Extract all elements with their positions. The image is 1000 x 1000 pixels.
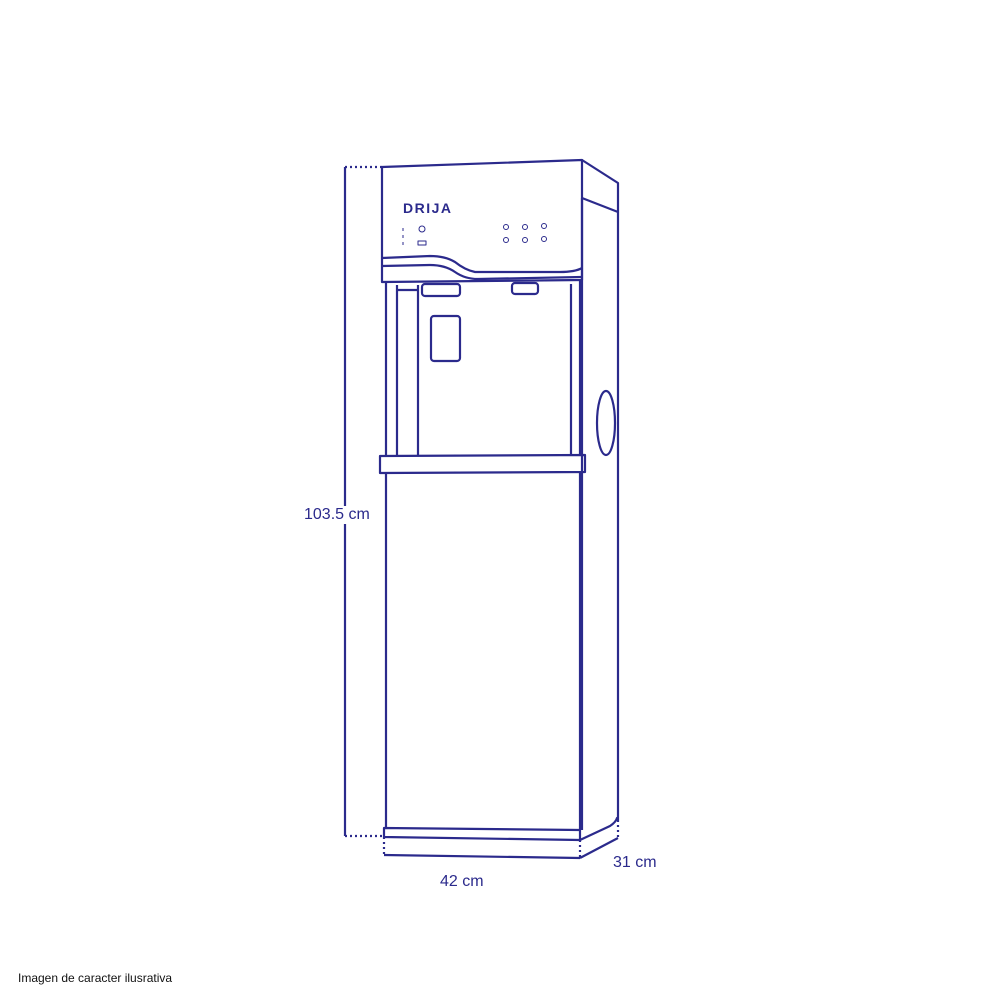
width-depth-dimension-lines (382, 820, 620, 860)
lower-cabinet (382, 198, 620, 842)
control-buttons (402, 223, 547, 246)
cold-tap (510, 281, 540, 296)
width-label: 42 cm (440, 873, 484, 891)
depth-label: 31 cm (613, 854, 657, 872)
brand-logo: DRIJA (403, 200, 453, 216)
footnote: Imagen de caracter ilusrativa (18, 971, 173, 985)
height-dimension-line (343, 165, 384, 838)
dispensing-area (384, 280, 582, 456)
drip-shelf (378, 453, 587, 475)
height-label: 103.5 cm (304, 506, 370, 524)
side-porthole (595, 389, 617, 457)
drip-window (429, 314, 462, 363)
hot-tap (420, 282, 462, 298)
